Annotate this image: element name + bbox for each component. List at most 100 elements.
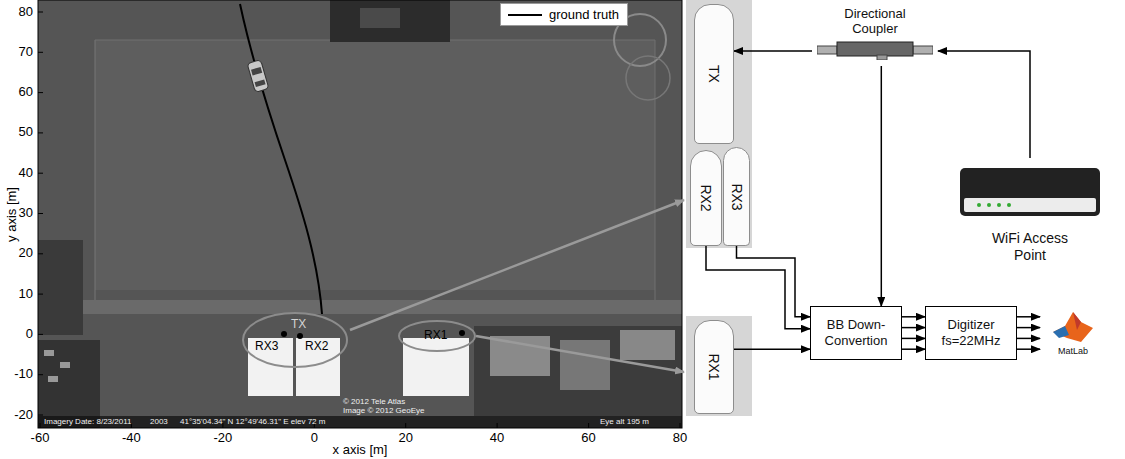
axis-title: y axis [m] <box>5 187 20 242</box>
x-tick-label: 20 <box>398 431 412 446</box>
node-icon <box>977 203 981 207</box>
connector-line <box>1017 348 1040 350</box>
connector-line <box>902 316 925 318</box>
node-icon <box>987 203 991 207</box>
map-art <box>95 40 96 300</box>
map-art <box>38 253 43 254</box>
y-tick-label: -20 <box>14 408 33 423</box>
y-tick-label: -10 <box>14 367 33 382</box>
map-art <box>251 67 262 76</box>
map-art <box>497 423 498 428</box>
map-art <box>60 362 70 368</box>
map-label: TX <box>291 318 306 332</box>
process-box: Digitizer fs=22MHz <box>925 306 1017 360</box>
node-text: Digitizer fs=22MHz <box>931 317 1011 349</box>
node-icon <box>1007 203 1011 207</box>
x-tick-label: 40 <box>490 431 504 446</box>
map-art <box>281 331 287 337</box>
imagery-note: Eye alt 195 m <box>600 417 649 426</box>
x-tick-label: 80 <box>673 431 687 446</box>
map-art <box>330 0 450 42</box>
legend-row: ground truth <box>507 7 619 22</box>
node-icon <box>960 168 1100 216</box>
map-label: RX3 <box>255 340 278 354</box>
map-art <box>38 132 43 133</box>
connector-line <box>902 338 925 340</box>
connector-line <box>734 348 810 350</box>
map-art <box>38 173 43 174</box>
map-art <box>588 423 589 428</box>
connector <box>734 51 812 52</box>
map-art <box>399 321 475 351</box>
connector <box>938 51 1030 158</box>
connector-line <box>938 51 1030 158</box>
leader-lines <box>350 200 684 372</box>
x-tick-label: -60 <box>31 431 50 446</box>
connector <box>706 246 810 329</box>
y-tick-label: 40 <box>19 166 33 181</box>
map-art <box>680 423 681 428</box>
node-icon <box>964 198 1096 212</box>
map-art <box>38 92 43 93</box>
node-text: MatLab <box>1058 346 1088 357</box>
axes <box>38 0 682 428</box>
map-art <box>490 336 550 376</box>
node-text: RX1 <box>706 353 722 380</box>
x-tick-label: 0 <box>311 431 318 446</box>
wifi-router: WiFi Access Point <box>955 158 1105 270</box>
node-text: Directional Coupler <box>827 6 923 36</box>
imagery-note: Imagery Date: 8/23/2011 <box>44 417 131 426</box>
node-text: TX <box>706 65 722 83</box>
map-art <box>459 330 465 336</box>
map-art <box>686 0 752 248</box>
connector-line <box>737 246 811 317</box>
antenna: RX1 <box>694 320 734 414</box>
map-art <box>95 40 655 290</box>
connector-line <box>902 327 925 329</box>
imagery-note: 2003 <box>150 417 168 426</box>
antenna: RX3 <box>723 147 750 246</box>
car <box>247 60 269 93</box>
node-icon <box>1053 312 1093 342</box>
y-tick-label: 60 <box>19 85 33 100</box>
node-icon <box>1053 326 1069 338</box>
connector-line <box>881 66 883 306</box>
x-tick-label: -20 <box>214 431 233 446</box>
connector <box>902 317 925 349</box>
map-art <box>297 333 303 339</box>
node-icon <box>877 55 887 60</box>
connector-line <box>1017 316 1040 318</box>
antenna-panels <box>686 0 752 416</box>
node-text: WiFi Access Point <box>980 230 1080 264</box>
map-art <box>620 330 675 360</box>
node-icon <box>837 42 913 56</box>
map-art <box>350 200 684 330</box>
legend-text: ground truth <box>549 7 619 22</box>
node-text: RX2 <box>698 184 714 211</box>
connector <box>737 246 811 317</box>
process-box: BB Down-Convertion <box>810 306 902 360</box>
map-art <box>38 0 682 428</box>
connector-line <box>706 246 810 329</box>
imagery-note: 41°35'04.34" N 12°49'46.31" E elev 72 m <box>180 417 325 426</box>
connector <box>734 349 810 350</box>
map-art <box>38 416 682 428</box>
map-art <box>360 8 400 28</box>
map-art <box>38 0 682 428</box>
map-art <box>476 336 684 372</box>
node-icon <box>508 14 542 16</box>
map-art <box>48 376 58 382</box>
connector-line <box>1017 327 1040 329</box>
legend: ground truth <box>500 3 628 26</box>
map-art <box>405 423 406 428</box>
node-text: RX3 <box>729 183 745 210</box>
software-logo: MatLab <box>1040 308 1106 366</box>
node-icon <box>1073 312 1081 330</box>
matlab-logo <box>1051 308 1095 346</box>
map-art <box>38 415 43 416</box>
y-tick-label: 30 <box>19 206 33 221</box>
map-art <box>255 79 266 87</box>
